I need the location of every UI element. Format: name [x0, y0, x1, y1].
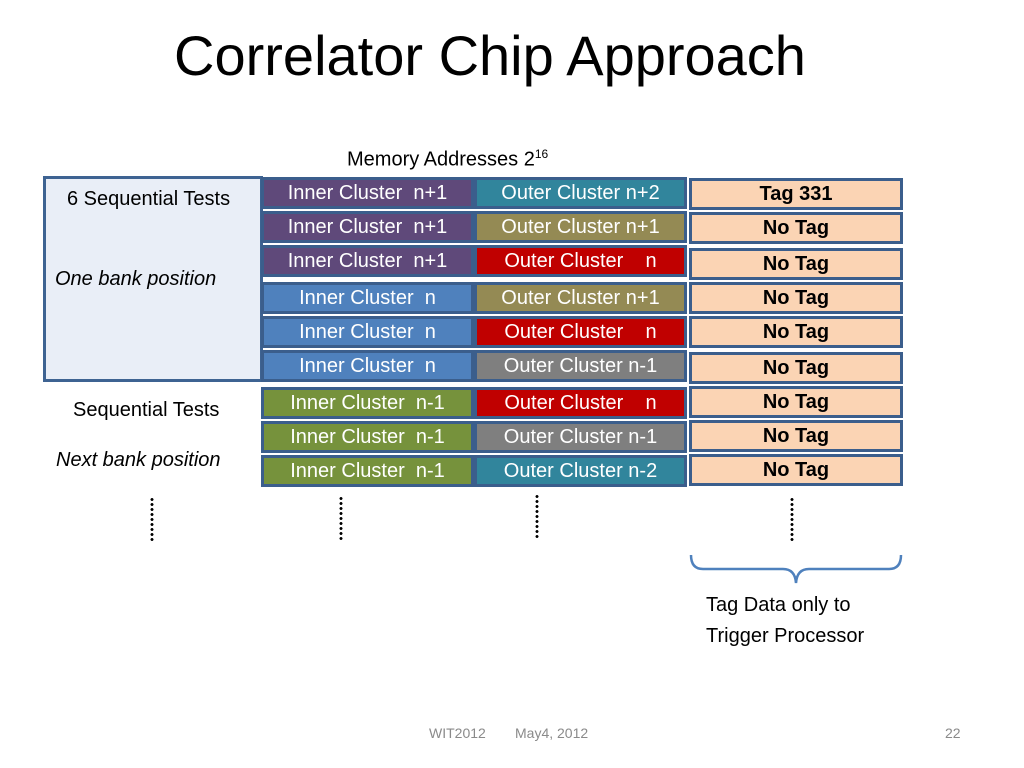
continuation-dots-inner — [339, 496, 343, 540]
slide-title: Correlator Chip Approach — [174, 24, 806, 87]
outer-cluster-cell: Outer Cluster n-2 — [474, 455, 687, 487]
outer-cluster-cell: Outer Cluster n — [474, 245, 687, 277]
memory-addresses-text: Memory Addresses 2 — [347, 148, 535, 171]
footer-date: May4, 2012 — [515, 725, 589, 741]
outer-cluster-cell: Outer Cluster n — [474, 316, 687, 348]
continuation-dots-outer — [535, 494, 539, 538]
outer-cluster-cell: Outer Cluster n — [474, 387, 687, 419]
tag-note-line-2: Trigger Processor — [706, 625, 865, 647]
inner-cluster-cell: Inner Cluster n-1 — [261, 387, 474, 419]
inner-cluster-cell: Inner Cluster n — [261, 350, 474, 382]
tag-cell: Tag 331 — [689, 178, 903, 210]
tag-cell: No Tag — [689, 248, 903, 280]
tag-cell: No Tag — [689, 454, 903, 486]
tag-note-line-1: Tag Data only to — [706, 594, 851, 616]
tag-cell: No Tag — [689, 420, 903, 452]
memory-addresses-exponent: 16 — [534, 147, 549, 161]
inner-cluster-cell: Inner Cluster n-1 — [261, 455, 474, 487]
inner-cluster-cell: Inner Cluster n-1 — [261, 421, 474, 453]
footer-page-number: 22 — [945, 725, 961, 741]
memory-addresses-label: Memory Addresses 216 — [347, 141, 548, 173]
outer-cluster-cell: Outer Cluster n+1 — [474, 282, 687, 314]
outer-cluster-cell: Outer Cluster n+2 — [474, 177, 687, 209]
sequential-tests-label: Sequential Tests — [73, 399, 220, 421]
continuation-dots-tag — [790, 497, 794, 541]
tag-cell: No Tag — [689, 386, 903, 418]
six-sequential-tests-label: 6 Sequential Tests — [67, 188, 231, 210]
outer-cluster-cell: Outer Cluster n-1 — [474, 350, 687, 382]
continuation-dots-left — [150, 497, 154, 541]
inner-cluster-cell: Inner Cluster n+1 — [261, 245, 474, 277]
inner-cluster-cell: Inner Cluster n — [261, 316, 474, 348]
next-bank-position-label: Next bank position — [56, 449, 221, 471]
footer-event: WIT2012 — [429, 725, 486, 741]
brace-path — [689, 554, 903, 584]
tag-cell: No Tag — [689, 212, 903, 244]
inner-cluster-cell: Inner Cluster n+1 — [261, 177, 474, 209]
tag-cell: No Tag — [689, 316, 903, 348]
tag-data-note: Tag Data only to Trigger Processor — [706, 590, 864, 652]
tag-brace — [689, 554, 903, 584]
one-bank-position-label: One bank position — [55, 268, 217, 290]
inner-cluster-cell: Inner Cluster n — [261, 282, 474, 314]
tag-cell: No Tag — [689, 282, 903, 314]
tag-cell: No Tag — [689, 352, 903, 384]
inner-cluster-cell: Inner Cluster n+1 — [261, 211, 474, 243]
bank-position-box — [43, 176, 263, 382]
outer-cluster-cell: Outer Cluster n+1 — [474, 211, 687, 243]
outer-cluster-cell: Outer Cluster n-1 — [474, 421, 687, 453]
